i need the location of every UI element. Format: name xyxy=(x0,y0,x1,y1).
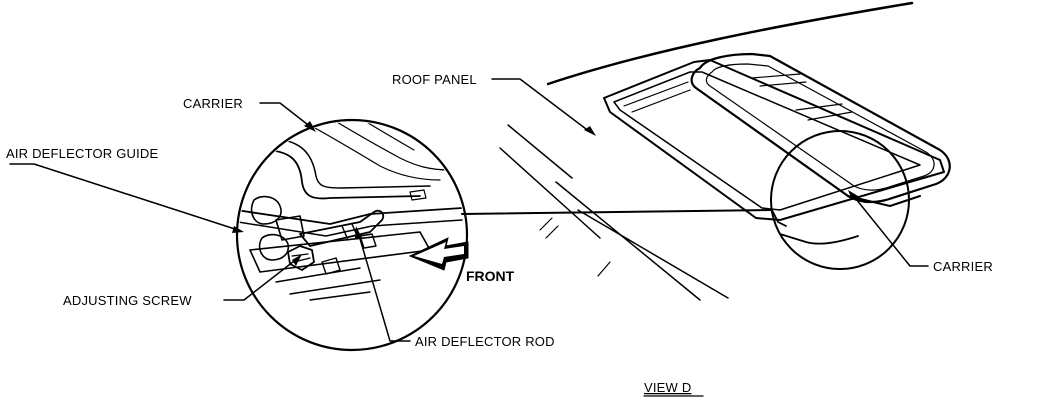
leader-arrowhead xyxy=(304,121,316,132)
label-air-deflector-rod: AIR DEFLECTOR ROD xyxy=(415,334,555,349)
lower-detail xyxy=(275,267,381,301)
label-carrier-right: CARRIER xyxy=(933,259,993,274)
leader-arrowhead xyxy=(848,190,858,200)
guide-block xyxy=(258,233,290,261)
glass-edge xyxy=(847,195,921,207)
leader-arrowhead xyxy=(232,226,244,233)
clip-part xyxy=(409,189,427,201)
magnified-contents xyxy=(239,122,463,301)
sunroof-opening xyxy=(603,59,945,221)
glass-panel xyxy=(690,52,951,207)
label-carrier-left: CARRIER xyxy=(183,96,243,111)
label-air-deflector-guide: AIR DEFLECTOR GUIDE xyxy=(6,146,158,161)
leader-air-deflector-rod xyxy=(357,231,411,342)
leader-carrier-left xyxy=(259,102,313,129)
frame-curve xyxy=(349,122,415,151)
opening-inner xyxy=(613,71,921,211)
roof-edge-line xyxy=(546,1,914,86)
label-roof-panel: ROOF PANEL xyxy=(392,72,477,87)
guide-rail xyxy=(239,207,463,225)
leader-arrowhead xyxy=(292,254,302,266)
carrier-detail-edge xyxy=(771,209,859,245)
leader-adjusting-screw xyxy=(223,257,299,301)
label-view: VIEW D xyxy=(644,380,691,395)
leader-arrowhead xyxy=(355,226,362,238)
glass-glare xyxy=(751,73,807,87)
windshield-line xyxy=(555,181,701,301)
deflector-rod-body xyxy=(299,209,385,247)
guide-block xyxy=(250,195,282,225)
leader-carrier-right xyxy=(851,193,929,267)
windshield-line xyxy=(577,209,729,299)
front-arrow-highlight xyxy=(414,242,464,264)
lower-bracket xyxy=(249,231,431,273)
windshield-line xyxy=(507,124,573,179)
leader-lines xyxy=(9,78,929,342)
leader-air-deflector-guide xyxy=(9,163,239,231)
opening-rail xyxy=(623,81,691,113)
leader-arrowhead xyxy=(584,126,596,136)
glass-outline xyxy=(690,52,951,204)
label-adjusting-screw: ADJUSTING SCREW xyxy=(63,293,192,308)
glass-glare xyxy=(795,103,853,121)
hatch-mark xyxy=(539,217,559,239)
hatch-mark xyxy=(597,261,611,277)
lower-detail xyxy=(321,257,341,275)
magnified-view xyxy=(235,118,469,352)
front-arrow xyxy=(408,237,469,271)
leader-roof-panel xyxy=(491,78,591,133)
frame-curve xyxy=(261,149,421,200)
detail-circle-right xyxy=(770,130,910,270)
connector-line xyxy=(461,209,773,215)
label-front: FRONT xyxy=(466,268,515,284)
frame-curve xyxy=(299,122,441,181)
glass-inner xyxy=(705,63,935,191)
lower-detail xyxy=(359,233,377,249)
detail-circle-left xyxy=(235,118,469,352)
roof-body xyxy=(499,1,914,301)
guide-block xyxy=(275,215,305,241)
frame-curve xyxy=(269,137,431,189)
guide-rail xyxy=(239,219,463,237)
opening-outer xyxy=(603,59,945,221)
windshield-line xyxy=(499,147,601,239)
